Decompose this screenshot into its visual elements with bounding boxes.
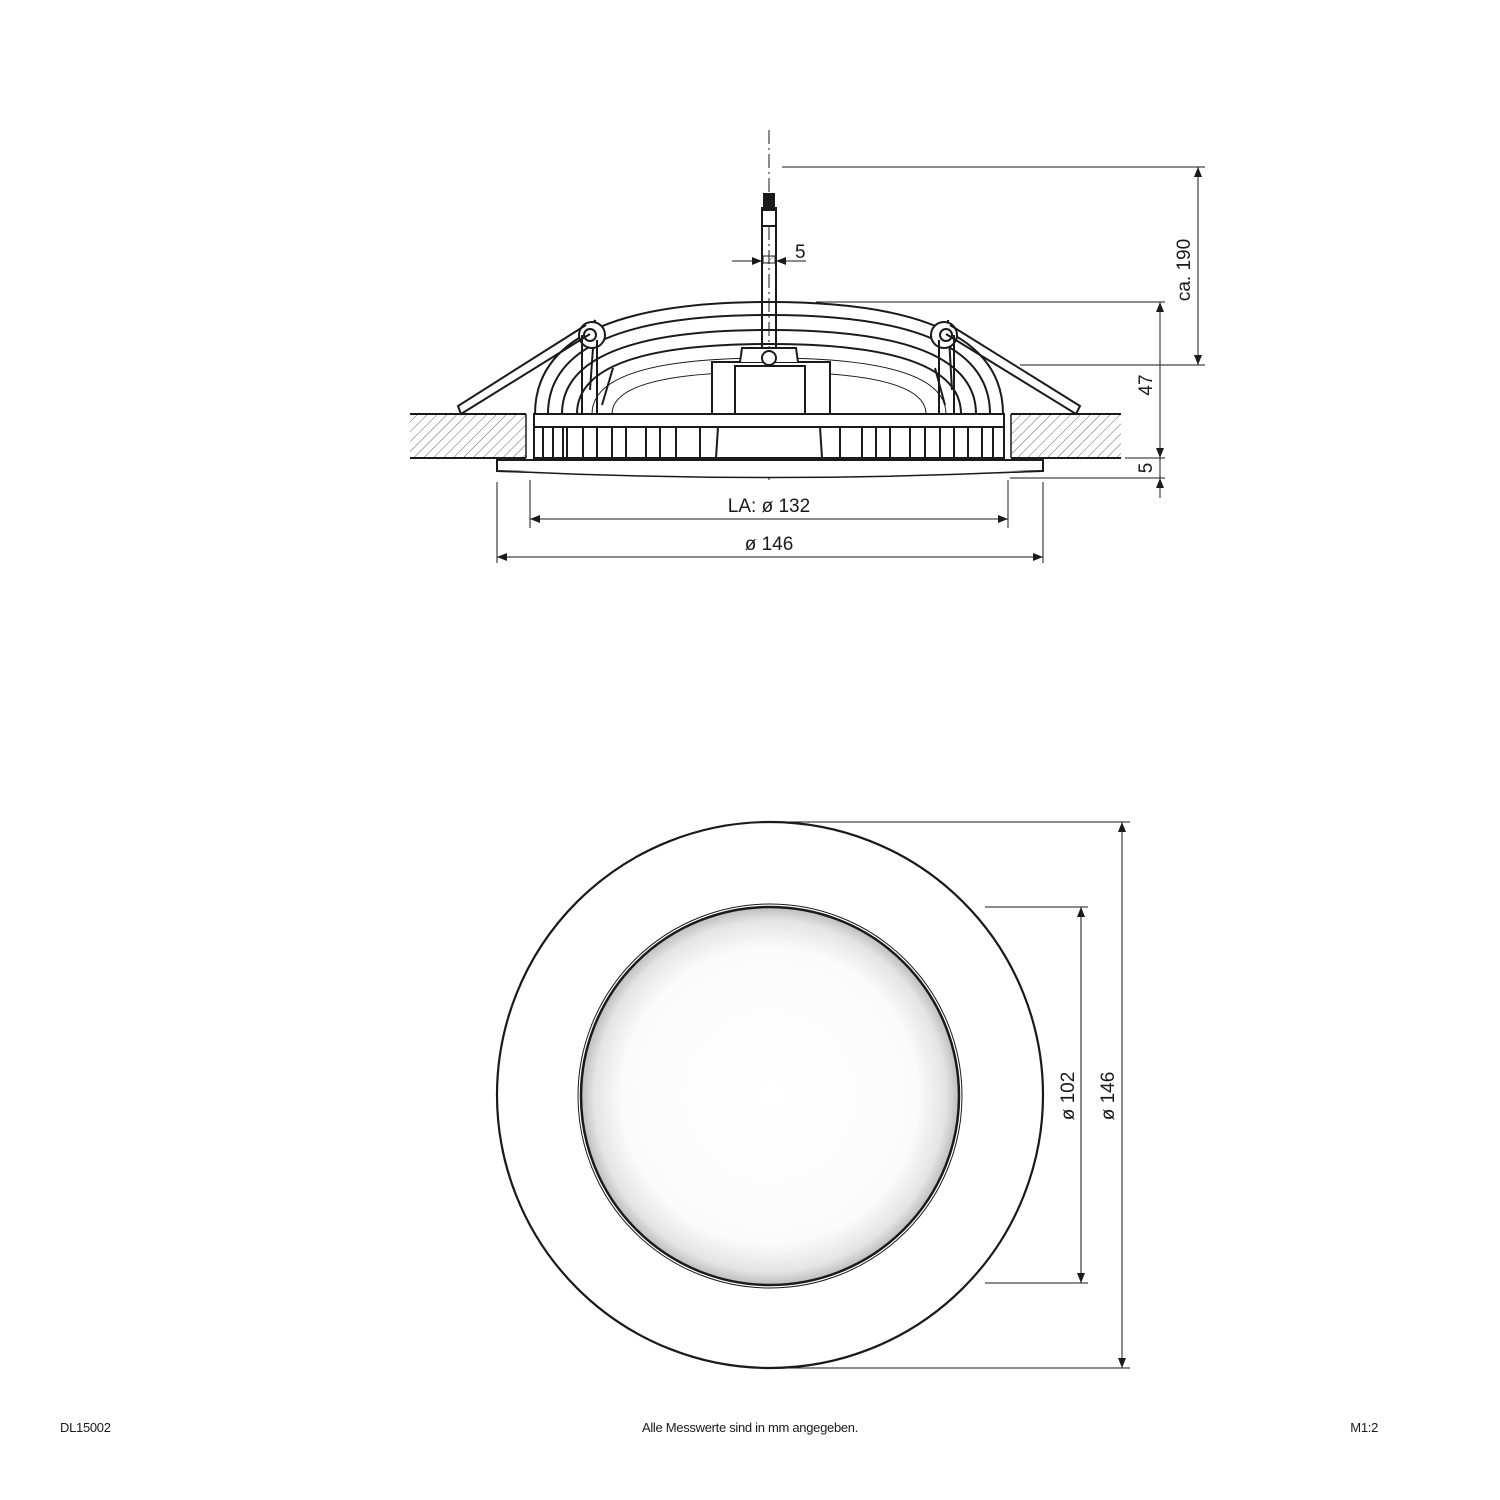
front-ring [496, 459, 1044, 479]
spring-clip-right [930, 321, 1082, 416]
dim-cable-diameter: 5 [795, 242, 806, 263]
ceiling-right [1011, 414, 1121, 458]
product-code: DL15002 [60, 1420, 111, 1435]
dim-cutout: LA: ø 132 [728, 496, 810, 517]
scale-label: M1:2 [1350, 1420, 1378, 1435]
side-view [410, 130, 1205, 563]
dim-outer-diameter-top: ø 146 [1098, 1072, 1119, 1121]
dim-outer-side: ø 146 [745, 534, 794, 555]
cooling-fins [533, 426, 1005, 459]
driver-box [711, 347, 831, 415]
dim-cable-length: ca. 190 [1174, 239, 1195, 301]
dim-lines [496, 166, 1205, 563]
dim-flange: 5 [1136, 463, 1157, 474]
lens-outline-outer [577, 903, 963, 1289]
dim-inner-diameter: ø 102 [1058, 1072, 1079, 1121]
top-view [495, 820, 1130, 1370]
dim-height: 47 [1136, 374, 1157, 395]
ceiling-left [410, 414, 526, 458]
lens [579, 905, 961, 1287]
mounting-plate [533, 413, 1005, 428]
units-note: Alle Messwerte sind in mm angegeben. [641, 1420, 859, 1435]
spring-clip-left [456, 321, 606, 416]
